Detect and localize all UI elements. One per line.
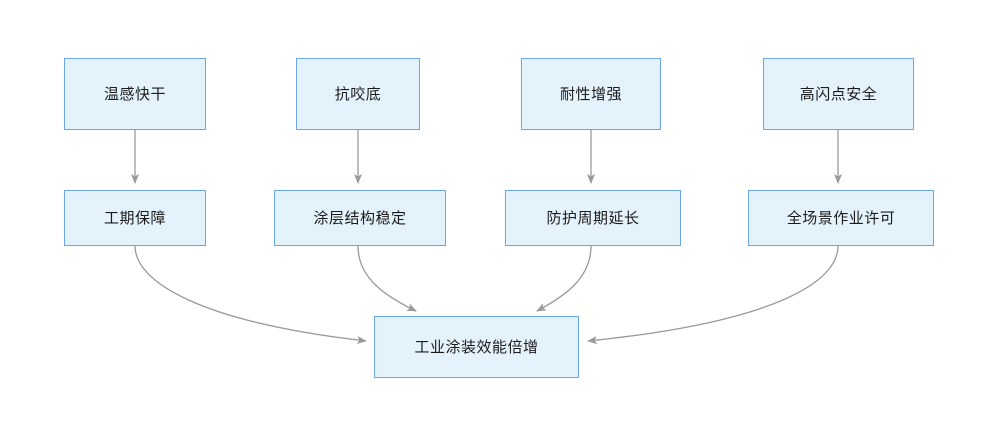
node-n7[interactable]: 防护周期延长 (505, 190, 681, 246)
node-label: 工业涂装效能倍增 (414, 338, 539, 356)
node-label: 抗咬底 (334, 85, 382, 103)
node-n1[interactable]: 温感快干 (64, 58, 206, 130)
node-label: 涂层结构稳定 (313, 209, 407, 227)
node-n2[interactable]: 抗咬底 (296, 58, 420, 130)
node-n5[interactable]: 工期保障 (64, 190, 206, 246)
node-n4[interactable]: 高闪点安全 (763, 58, 914, 130)
node-n9[interactable]: 工业涂装效能倍增 (374, 316, 579, 378)
node-label: 高闪点安全 (799, 85, 878, 103)
node-label: 工期保障 (103, 209, 166, 227)
node-label: 防护周期延长 (546, 209, 640, 227)
node-label: 全场景作业许可 (786, 209, 896, 227)
node-n3[interactable]: 耐性增强 (521, 58, 661, 130)
edge-n6-n9 (357, 245, 417, 312)
edge-n5-n9 (134, 245, 367, 344)
edge-n8-n9 (587, 245, 839, 345)
node-n6[interactable]: 涂层结构稳定 (274, 190, 446, 246)
node-n8[interactable]: 全场景作业许可 (748, 190, 934, 246)
edge-n7-n9 (536, 245, 592, 312)
node-label: 温感快干 (103, 85, 166, 103)
node-label: 耐性增强 (559, 85, 622, 103)
